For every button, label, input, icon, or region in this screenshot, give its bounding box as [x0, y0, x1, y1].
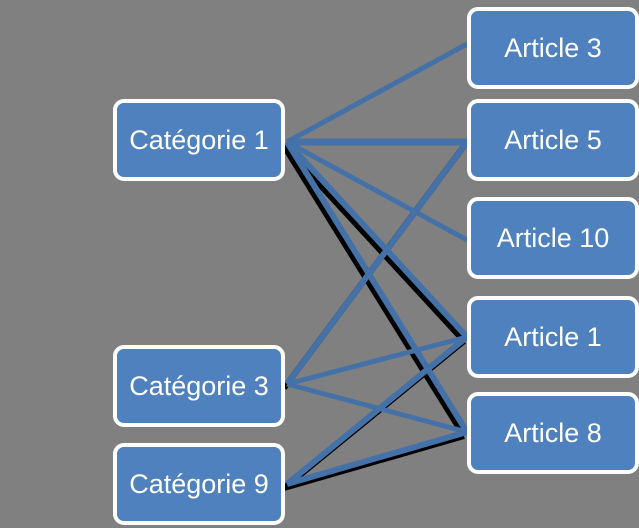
node-article-3[interactable]: Article 3: [467, 7, 639, 89]
edge-cat3-art5: [284, 140, 470, 386]
node-article-8[interactable]: Article 8: [467, 392, 639, 474]
edge-cat1-art3: [285, 41, 469, 145]
node-article-1[interactable]: Article 1: [467, 296, 639, 378]
node-label: Article 1: [504, 321, 602, 352]
node-article-5[interactable]: Article 5: [467, 99, 639, 181]
edge-shadow-cat1-art1: [281, 143, 467, 344]
node-label: Catégorie 1: [129, 124, 269, 155]
node-label: Article 10: [496, 222, 610, 253]
edge-cat9-art1: [285, 334, 469, 487]
node-label: Article 8: [504, 417, 602, 448]
node-label: Catégorie 9: [129, 468, 269, 499]
node-categorie-1[interactable]: Catégorie 1: [113, 99, 285, 181]
edge-shadow-cat9-art8: [283, 433, 465, 491]
node-label: Article 3: [504, 32, 602, 63]
edge-cat9-art8: [286, 429, 468, 487]
edge-cat1-art1: [284, 139, 470, 340]
edge-cat1-art10: [285, 139, 469, 243]
node-label: Catégorie 3: [129, 370, 269, 401]
node-label: Article 5: [504, 124, 602, 155]
node-categorie-9[interactable]: Catégorie 9: [113, 443, 285, 525]
edge-cat3-art1: [286, 334, 468, 387]
node-categorie-3[interactable]: Catégorie 3: [113, 345, 285, 427]
node-article-10[interactable]: Article 10: [467, 197, 639, 279]
edge-shadow-cat1-art8: [281, 144, 467, 438]
edge-cat1-art8: [284, 140, 470, 434]
